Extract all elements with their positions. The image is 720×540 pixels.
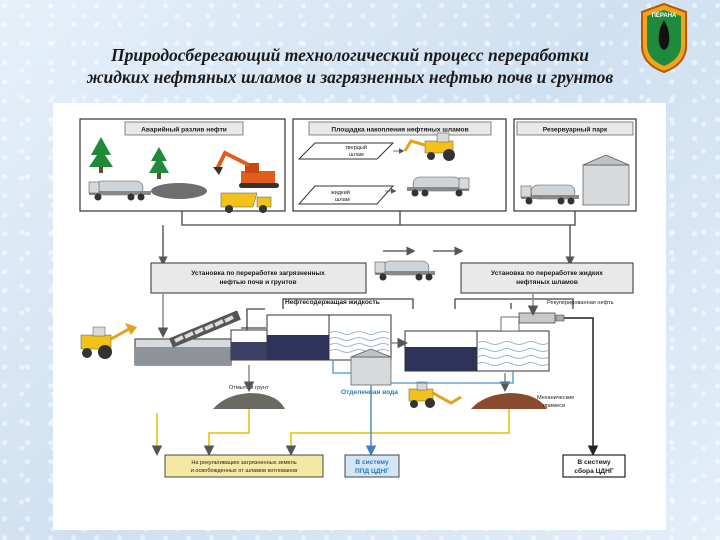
box-oil-spill: Аварийный разлив нефти [79, 118, 286, 213]
solid-sludge-label-1: твердый [345, 144, 367, 151]
liquid-sludge-label-1: жидкий [331, 189, 350, 196]
tree-icon [89, 137, 169, 179]
box-oil-spill-title: Аварийный разлив нефти [141, 126, 227, 134]
box-sludge-storage-title: Площадка накопления нефтяных шламов [331, 127, 468, 134]
recovered-oil-label: Рекуперированная нефть [547, 300, 614, 306]
tanker-truck-icon [374, 260, 435, 281]
output-cdng-system: В систему сбора ЦДНГ [562, 454, 626, 478]
output-ppd-label-1: В систему [355, 459, 389, 466]
box-sludge-storage: Площадка накопления нефтяных шламов твер… [292, 118, 507, 212]
unit-soil-label-1: Установка по переработке загрязненных [191, 269, 325, 277]
box-tank-farm-title: Резервуарный парк [543, 126, 608, 134]
mechanical-impurities-pile [471, 393, 547, 409]
screw-conveyor [169, 310, 241, 348]
output-recultivation-label-1: На рекультивацию загрязненных земель [191, 460, 296, 466]
tanker-truck-icon [407, 176, 470, 197]
unit-liquid-sludge-processing: Установка по переработке жидких нефтяных… [460, 262, 634, 294]
flow-lines [151, 293, 599, 456]
loader-tractor-icon [80, 323, 137, 359]
solid-sludge-label-2: шлам [349, 152, 364, 158]
unit-liquid-label-2: нефтяных шламов [516, 279, 578, 286]
tanker-truck-icon [520, 184, 579, 205]
top-connectors [158, 211, 576, 266]
logo-text: ПЕРАНА [652, 13, 677, 19]
oil-spill-puddle [151, 183, 207, 199]
output-cdng-label-1: В систему [577, 459, 611, 466]
output-recultivation-label-2: и освобожденных от шламов котлованов [191, 468, 298, 474]
unit-soil-label-2: нефтью почв и грунтов [219, 279, 296, 286]
oily-liquid-label: Нефтесодержащая жидкость [285, 299, 380, 306]
tanker-truck-icon [88, 180, 151, 201]
page-title: Природосберегающий технологический проце… [20, 44, 680, 88]
unit-soil-processing: Установка по переработке загрязненных не… [150, 262, 367, 294]
small-loader-icon [408, 381, 462, 408]
dump-truck-icon [220, 192, 272, 213]
title-line-2: жидких нефтяных шламов и загрязненных не… [86, 67, 614, 87]
water-tank-icon [350, 348, 392, 386]
sludge-settling-tanks [404, 312, 565, 372]
mech-impurities-label-2: примеси [543, 403, 565, 409]
process-pipes [241, 298, 574, 349]
company-logo: ПЕРАНА [641, 2, 687, 74]
liquid-sludge-label-2: шлам [335, 197, 350, 203]
tractor-icon [403, 132, 455, 161]
title-line-1: Природосберегающий технологический проце… [111, 45, 589, 65]
output-ppd-label-2: ППД ЦДНГ [355, 468, 389, 475]
process-diagram: Аварийный разлив нефти [53, 103, 666, 530]
output-recultivation: На рекультивацию загрязненных земель и о… [164, 454, 324, 478]
storage-tank-icon [582, 154, 630, 206]
separated-water-label: Отделенная вода [341, 389, 398, 396]
excavator-icon [213, 150, 279, 188]
soil-washing-bath [134, 338, 232, 366]
washed-soil-pile [213, 393, 285, 409]
output-ppd-system: В систему ППД ЦДНГ [344, 454, 400, 478]
mech-impurities-label-1: Механические [537, 395, 574, 401]
box-tank-farm: Резервуарный парк [513, 118, 637, 212]
output-cdng-label-2: сбора ЦДНГ [574, 467, 613, 475]
unit-liquid-label-1: Установка по переработке жидких [491, 269, 603, 277]
